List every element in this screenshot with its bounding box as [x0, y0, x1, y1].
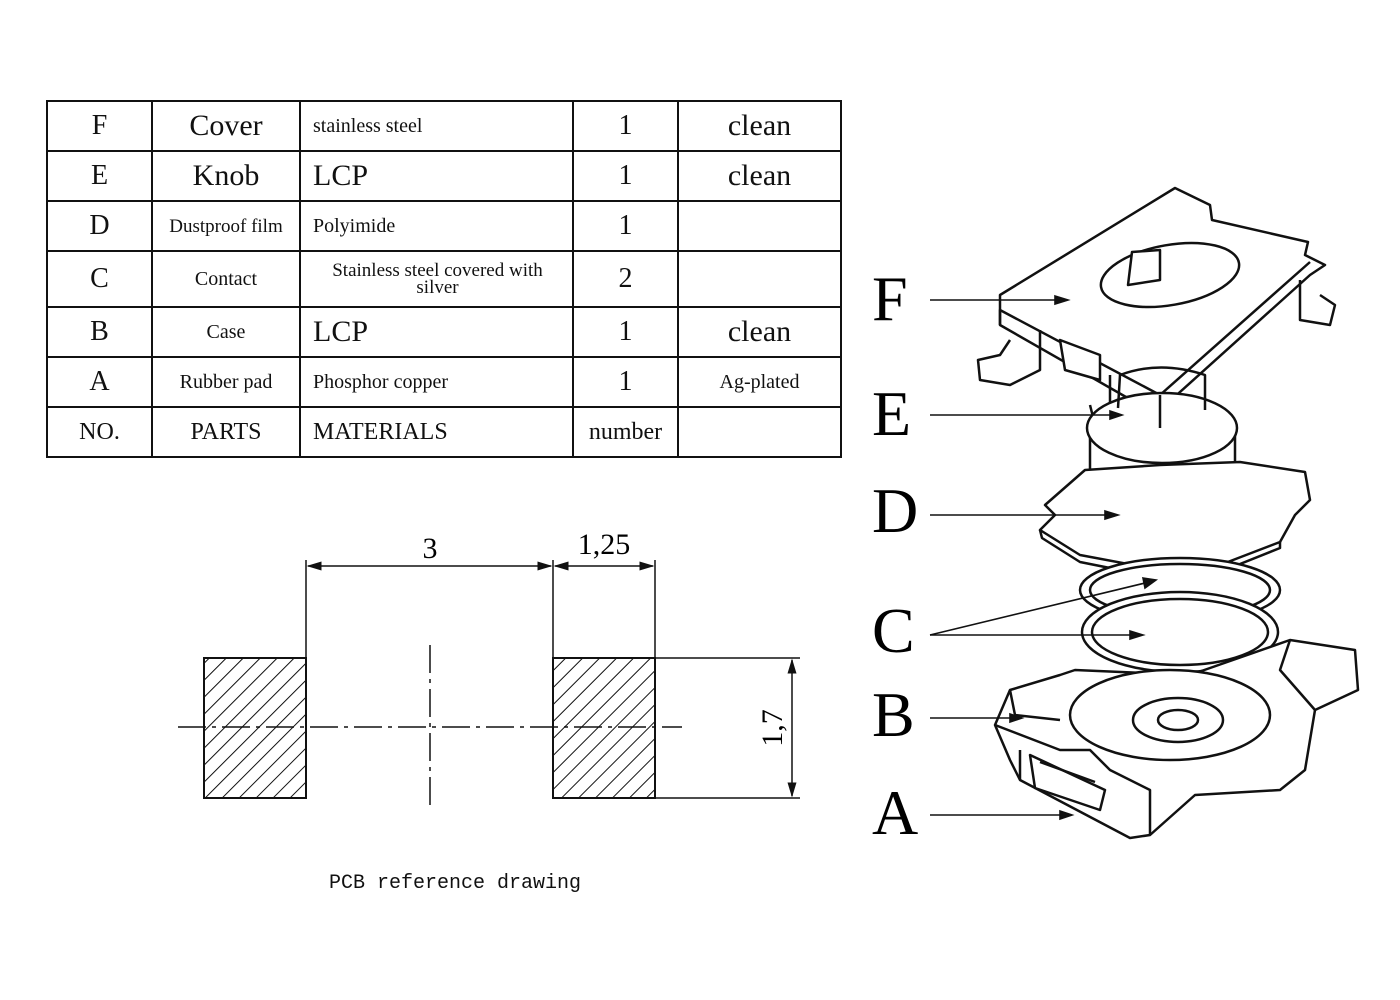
- row-material: LCP: [299, 306, 574, 358]
- row-note: [677, 200, 842, 252]
- row-note: clean: [677, 150, 842, 202]
- row-note: clean: [677, 306, 842, 358]
- exploded-view-diagram: F E D C B A: [872, 186, 1360, 848]
- part-contact-lower: [1080, 590, 1280, 674]
- header-materials: MATERIALS: [299, 406, 574, 458]
- bom-table: F Cover stainless steel 1 clean E Knob L…: [46, 100, 842, 458]
- pcb-caption: PCB reference drawing: [328, 872, 582, 895]
- dimension-pad-width: 1,25: [578, 528, 631, 561]
- label-A: A: [872, 777, 918, 848]
- label-C: C: [872, 595, 915, 666]
- row-number: 1: [572, 356, 679, 408]
- row-number: 1: [572, 200, 679, 252]
- row-part: Rubber pad: [151, 356, 301, 408]
- row-material: stainless steel: [299, 100, 574, 152]
- row-material: LCP: [299, 150, 574, 202]
- row-part: Contact: [151, 250, 301, 308]
- dimension-spacing: 3: [423, 532, 438, 565]
- table-row: A Rubber pad Phosphor copper 1 Ag-plated: [46, 356, 842, 408]
- row-part: Case: [151, 306, 301, 358]
- table-row: E Knob LCP 1 clean: [46, 150, 842, 202]
- table-header-row: NO. PARTS MATERIALS number: [46, 406, 842, 458]
- label-B: B: [872, 679, 915, 750]
- label-F: F: [872, 263, 908, 334]
- row-part: Knob: [151, 150, 301, 202]
- row-number: 1: [572, 306, 679, 358]
- row-no: A: [46, 356, 153, 408]
- row-material: Stainless steel covered with silver: [299, 250, 574, 308]
- header-no: NO.: [46, 406, 153, 458]
- row-no: B: [46, 306, 153, 358]
- label-E: E: [872, 378, 911, 449]
- row-no: E: [46, 150, 153, 202]
- label-D: D: [872, 475, 918, 546]
- row-note: Ag-plated: [677, 356, 842, 408]
- part-cover: [976, 186, 1337, 427]
- dimension-pad-height: 1,7: [756, 709, 789, 747]
- row-material: Polyimide: [299, 200, 574, 252]
- row-number: 1: [572, 100, 679, 152]
- row-material: Phosphor copper: [299, 356, 574, 408]
- pcb-pad-left: [203, 657, 307, 799]
- row-part: Cover: [151, 100, 301, 152]
- row-number: 2: [572, 250, 679, 308]
- table-row: F Cover stainless steel 1 clean: [46, 100, 842, 152]
- header-number: number: [572, 406, 679, 458]
- part-rubber-pad: [1028, 753, 1107, 812]
- row-no: D: [46, 200, 153, 252]
- table-row: B Case LCP 1 clean: [46, 306, 842, 358]
- header-note: [677, 406, 842, 458]
- pcb-reference-drawing: 3 1,25 1,7: [178, 528, 800, 810]
- header-parts: PARTS: [151, 406, 301, 458]
- row-note: clean: [677, 100, 842, 152]
- table-row: D Dustproof film Polyimide 1: [46, 200, 842, 252]
- table-row: C Contact Stainless steel covered with s…: [46, 250, 842, 308]
- pcb-pad-right: [552, 657, 656, 799]
- row-number: 1: [572, 150, 679, 202]
- row-note: [677, 250, 842, 308]
- row-no: C: [46, 250, 153, 308]
- part-case: [993, 638, 1360, 840]
- row-part: Dustproof film: [151, 200, 301, 252]
- row-no: F: [46, 100, 153, 152]
